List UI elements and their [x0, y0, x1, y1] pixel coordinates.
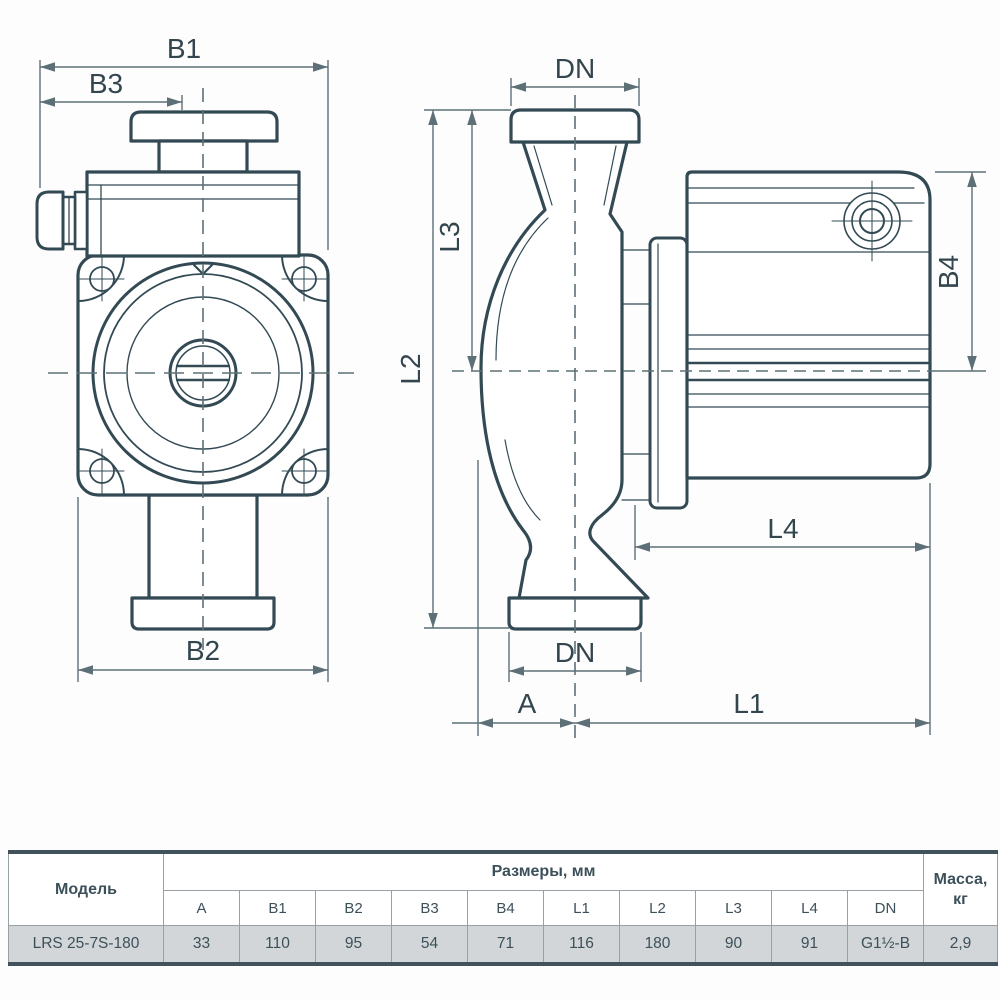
dim-label-b3: B3 [89, 68, 123, 99]
side-bottom-flange [507, 596, 643, 631]
mounting-flange [648, 236, 689, 510]
technical-drawing: B1 B3 B2 [35, 33, 986, 745]
motor-band-lines [685, 361, 932, 382]
col-header-dn: DN [847, 890, 924, 926]
flange-ticks [621, 249, 651, 501]
volute-inner-line [504, 439, 541, 521]
neck-inner-line [603, 145, 617, 206]
col-header-l4: L4 [771, 890, 848, 926]
value-l3: 90 [695, 925, 772, 965]
col-header-a: A [163, 890, 240, 926]
col-header-l1: L1 [543, 890, 620, 926]
dim-label-b2: B2 [186, 635, 220, 666]
dim-label-a: A [518, 688, 537, 719]
value-l4: 91 [771, 925, 848, 965]
value-b3: 54 [391, 925, 468, 965]
dimensions-header: Размеры, мм [163, 851, 924, 891]
spec-table-wrap: Модель Размеры, мм Масса, кг A B1 B2 B3 … [8, 850, 998, 966]
neck-inner-line [533, 145, 553, 206]
value-dn: G1½-B [847, 925, 924, 965]
model-header: Модель [8, 851, 164, 926]
side-view [479, 108, 932, 631]
value-l1: 116 [543, 925, 620, 965]
front-centerlines [48, 88, 354, 650]
col-header-l3: L3 [695, 890, 772, 926]
dim-label-b1: B1 [167, 33, 201, 64]
dim-label-l3: L3 [434, 221, 465, 252]
dim-label-l1: L1 [733, 688, 764, 719]
mass-header: Масса, кг [923, 851, 998, 926]
value-l2: 180 [619, 925, 696, 965]
cable-gland-base [73, 190, 89, 251]
col-header-b1: B1 [239, 890, 316, 926]
col-header-b4: B4 [467, 890, 544, 926]
dim-label-dn-bottom: DN [555, 637, 595, 668]
dim-label-b4: B4 [933, 255, 964, 289]
front-view [35, 110, 330, 631]
value-b1: 110 [239, 925, 316, 965]
value-a: 33 [163, 925, 240, 965]
front-dimensions [39, 60, 329, 682]
cable-gland-cap [35, 190, 65, 251]
volute-body [479, 140, 650, 600]
value-b4: 71 [467, 925, 544, 965]
terminal-box [85, 170, 301, 258]
value-mass: 2,9 [923, 925, 998, 965]
col-header-b3: B3 [391, 890, 468, 926]
col-header-b2: B2 [315, 890, 392, 926]
side-centerlines [452, 95, 935, 745]
bolt-crosshairs [79, 256, 327, 494]
col-header-l2: L2 [619, 890, 696, 926]
model-cell: LRS 25-7S-180 [8, 925, 164, 965]
value-b2: 95 [315, 925, 392, 965]
dim-label-l4: L4 [767, 513, 798, 544]
dim-label-dn-top: DN [555, 53, 595, 84]
vent-plug [831, 180, 913, 262]
front-bottom-flange [130, 596, 276, 631]
spec-table: Модель Размеры, мм Масса, кг A B1 B2 B3 … [8, 850, 998, 966]
side-dimensions [424, 78, 986, 736]
dim-label-l2: L2 [395, 353, 426, 384]
table-row: LRS 25-7S-180 33 110 95 54 71 116 180 90… [8, 925, 998, 965]
front-top-flange [129, 110, 279, 143]
volute-inner-line [495, 217, 549, 361]
